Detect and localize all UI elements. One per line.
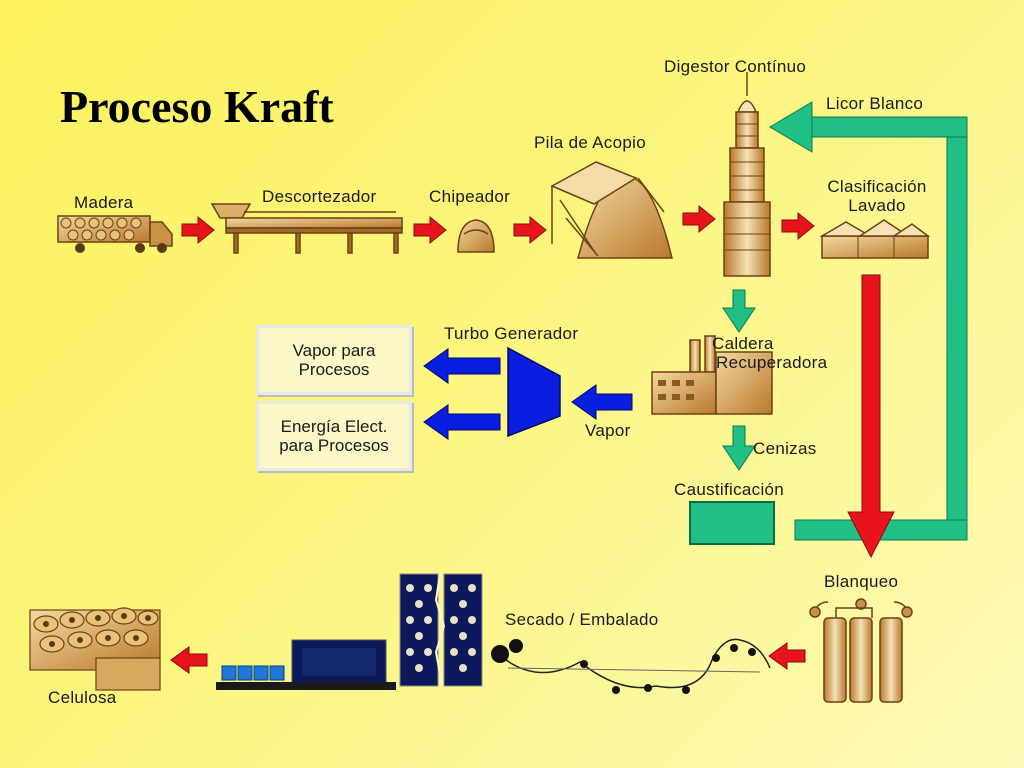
flow-arrow-secado [768, 642, 806, 670]
label-pila-de-acopio: Pila de Acopio [534, 133, 646, 152]
label-caldera-recuperadora: Caldera Recuperadora [712, 334, 827, 372]
blanqueo-towers-icon [809, 598, 913, 703]
label-turbo-generador: Turbo Generador [444, 324, 579, 343]
flow-arrow-cenizas [722, 425, 756, 471]
label-cenizas: Cenizas [753, 439, 817, 458]
label-clasificacion: Clasificación [827, 177, 927, 196]
flow-arrow-descortezador [413, 215, 447, 245]
caldera-recuperadora-icon [651, 335, 773, 415]
output-box-energia-electrica: Energía Elect. para Procesos [256, 401, 412, 471]
flow-arrow-caldera [722, 289, 756, 333]
label-blanqueo: Blanqueo [824, 572, 899, 591]
flow-arrow-celulosa [170, 646, 208, 674]
label-licor-blanco: Licor Blanco [826, 94, 924, 113]
label-celulosa: Celulosa [48, 688, 117, 707]
descortezador-icon [210, 203, 403, 254]
label-madera: Madera [74, 193, 134, 212]
clasificacion-lavado-icon [819, 219, 931, 259]
celulosa-bales-icon [29, 607, 161, 691]
digestor-continuo-icon [723, 72, 771, 277]
label-lavado: Lavado [848, 196, 906, 215]
label-secado-embalado: Secado / Embalado [505, 610, 659, 629]
label-chipeador: Chipeador [429, 187, 511, 206]
flow-arrow-vapor [571, 384, 633, 420]
output-energia-line-2: para Procesos [279, 436, 389, 455]
output-box-vapor-procesos: Vapor para Procesos [256, 325, 412, 395]
flow-arrow-vapor-procesos [423, 348, 501, 384]
flow-arrow-chipeador [513, 215, 547, 245]
label-digestor: Digestor Contínuo [664, 57, 807, 76]
flow-arrow-madera [181, 215, 215, 245]
turbo-generator-icon [507, 346, 561, 438]
label-clasificacion-lavado: Clasificación Lavado [814, 177, 940, 215]
flow-arrow-energia [423, 404, 501, 440]
process-flow-arrows [170, 204, 895, 674]
output-energia-line-1: Energía Elect. [280, 417, 388, 436]
output-vapor-line-2: Procesos [298, 360, 370, 379]
flow-arrow-pila [682, 204, 716, 234]
label-vapor: Vapor [585, 421, 631, 440]
madera-truck-icon [57, 215, 173, 253]
pila-de-acopio-icon [550, 161, 673, 259]
flow-arrow-digestor [781, 211, 815, 241]
energy-arrows [423, 348, 633, 440]
label-recuperadora: Recuperadora [716, 353, 828, 372]
green-down-arrows [722, 289, 756, 471]
chipeador-icon [457, 219, 495, 253]
label-descortezador: Descortezador [262, 187, 377, 206]
output-vapor-line-1: Vapor para [292, 341, 376, 360]
secado-machine-icon [216, 573, 771, 694]
label-caldera: Caldera [712, 334, 774, 353]
flow-arrow-blanqueo [847, 274, 895, 559]
caustificacion-tank-icon [689, 501, 775, 545]
page-title: Proceso Kraft [60, 81, 334, 132]
label-caustificacion: Caustificación [674, 480, 785, 499]
